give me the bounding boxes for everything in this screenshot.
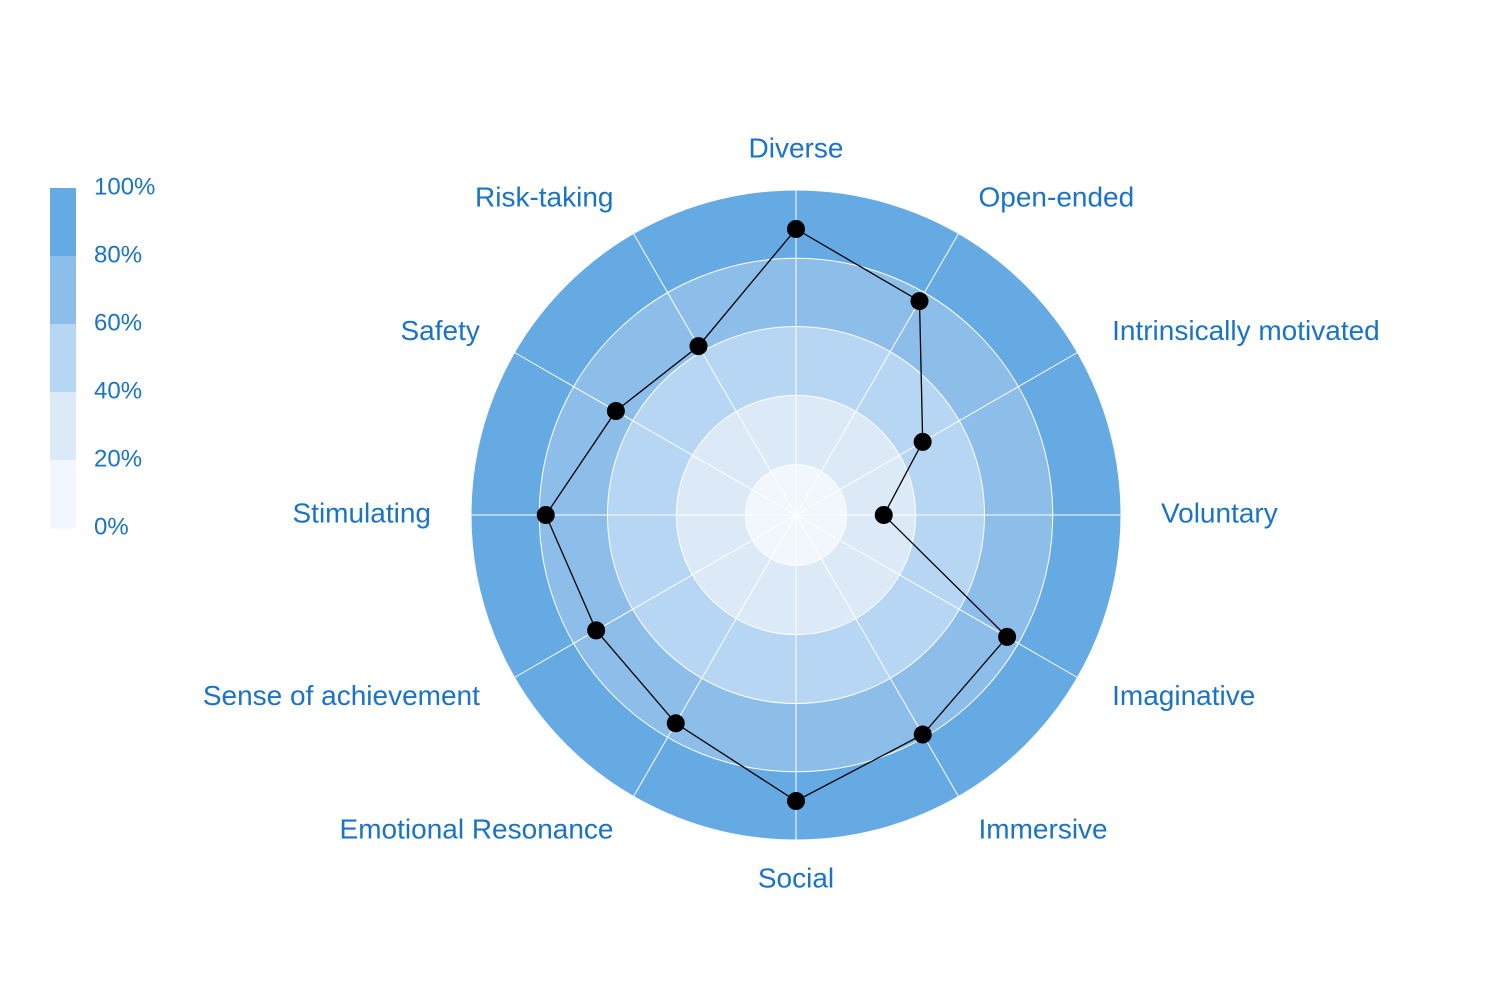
axis-label-immersive: Immersive: [979, 813, 1108, 844]
legend-swatch-1: [50, 188, 76, 257]
data-point-intrinsically-motivated: [913, 432, 932, 451]
spoke-risk-taking: [633, 233, 797, 516]
data-point-immersive: [913, 725, 932, 744]
legend-tick-40: 40%: [94, 377, 142, 404]
axis-label-risk-taking: Risk-taking: [475, 181, 613, 212]
axis-label-imaginative: Imaginative: [1112, 680, 1255, 711]
radar-spokes: [471, 190, 1121, 840]
spoke-emotional-resonance: [633, 514, 797, 797]
axis-label-open-ended: Open-ended: [979, 181, 1135, 212]
data-point-safety: [606, 402, 625, 420]
spoke-sense-of-achievement: [514, 514, 797, 678]
spoke-safety: [514, 352, 797, 516]
data-point-sense-of-achievement: [587, 621, 606, 640]
legend-tick-20: 20%: [94, 445, 142, 472]
data-point-diverse: [787, 220, 805, 238]
data-point-risk-taking: [689, 337, 708, 356]
axis-label-voluntary: Voluntary: [1161, 497, 1278, 528]
spoke-imaginative: [795, 514, 1078, 678]
axis-label-diverse: Diverse: [749, 132, 844, 163]
legend: 100% 80% 60% 40% 20% 0%: [50, 173, 155, 540]
axis-label-intrinsically-motivated: Intrinsically motivated: [1112, 315, 1380, 346]
data-point-emotional-resonance: [666, 714, 685, 733]
legend-tick-80: 80%: [94, 241, 142, 268]
spoke-open-ended: [795, 233, 959, 516]
spoke-intrinsically-motivated: [795, 352, 1078, 516]
axis-label-safety: Safety: [401, 315, 480, 346]
data-point-open-ended: [910, 292, 929, 311]
legend-tick-60: 60%: [94, 309, 142, 336]
legend-swatch-5: [50, 460, 76, 529]
data-point-voluntary: [874, 506, 893, 524]
spoke-immersive: [795, 514, 959, 797]
legend-tick-100: 100%: [94, 173, 155, 200]
data-point-social: [787, 792, 805, 810]
data-point-imaginative: [998, 627, 1017, 646]
data-points: [536, 220, 1017, 810]
legend-swatch-4: [50, 392, 76, 461]
legend-swatch-3: [50, 324, 76, 393]
data-point-stimulating: [536, 506, 555, 524]
axis-label-stimulating: Stimulating: [292, 497, 431, 528]
legend-swatch-2: [50, 256, 76, 325]
axis-label-social: Social: [758, 862, 834, 893]
axis-label-emotional-resonance: Emotional Resonance: [340, 813, 614, 844]
legend-tick-0: 0%: [94, 513, 129, 540]
axis-label-sense-of-achievement: Sense of achievement: [203, 680, 480, 711]
